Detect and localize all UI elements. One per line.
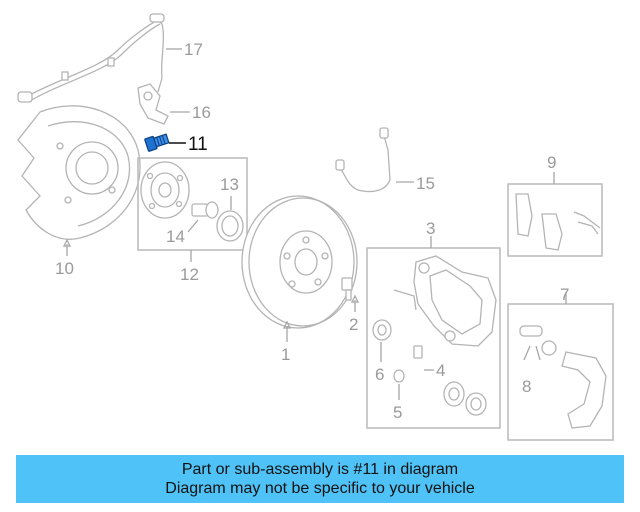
info-banner: Part or sub-assembly is #11 in diagram D… <box>16 455 624 503</box>
callout-10: 10 <box>55 259 74 278</box>
callout-3: 3 <box>426 219 435 238</box>
callout-8: 8 <box>522 377 531 396</box>
hub-nut <box>187 201 219 233</box>
backing-plate <box>17 105 141 256</box>
callout-13: 13 <box>220 175 239 194</box>
callout-5: 5 <box>393 403 402 422</box>
callout-1: 1 <box>281 345 290 364</box>
dust-cap <box>216 196 244 242</box>
callout-4: 4 <box>436 361 445 380</box>
bleeder-cap <box>393 369 405 400</box>
hub-assembly-box <box>137 157 248 262</box>
sensor-bracket <box>137 83 190 125</box>
caliper-box <box>366 236 501 429</box>
callout-16: 16 <box>192 103 211 122</box>
banner-line-1: Part or sub-assembly is #11 in diagram <box>181 461 459 478</box>
abs-sensor-wire <box>17 13 182 103</box>
brake-pads-box <box>507 172 603 257</box>
bleeder-valve <box>413 345 434 371</box>
caliper-carrier-box <box>507 292 614 441</box>
callout-14: 14 <box>166 227 185 246</box>
callout-7: 7 <box>560 285 569 304</box>
callout-9: 9 <box>547 153 556 172</box>
callout-2: 2 <box>349 315 358 334</box>
banner-line-2: Diagram may not be specific to your vehi… <box>165 480 475 497</box>
rotor-screw <box>341 277 360 312</box>
brake-rotor <box>241 195 358 342</box>
callout-6: 6 <box>375 365 384 384</box>
callout-12: 12 <box>180 265 199 284</box>
bleeder-spring <box>372 319 392 362</box>
callout-labels: 17 16 11 15 9 13 14 12 10 3 2 1 7 6 4 5 … <box>55 40 569 422</box>
parts-diagram: 17 16 11 15 9 13 14 12 10 3 2 1 7 6 4 5 … <box>17 13 614 441</box>
callout-15: 15 <box>416 174 435 193</box>
brake-hose <box>335 127 414 193</box>
hub-bolt-highlighted <box>144 133 186 152</box>
callout-17: 17 <box>184 40 203 59</box>
callout-11: 11 <box>188 134 208 155</box>
